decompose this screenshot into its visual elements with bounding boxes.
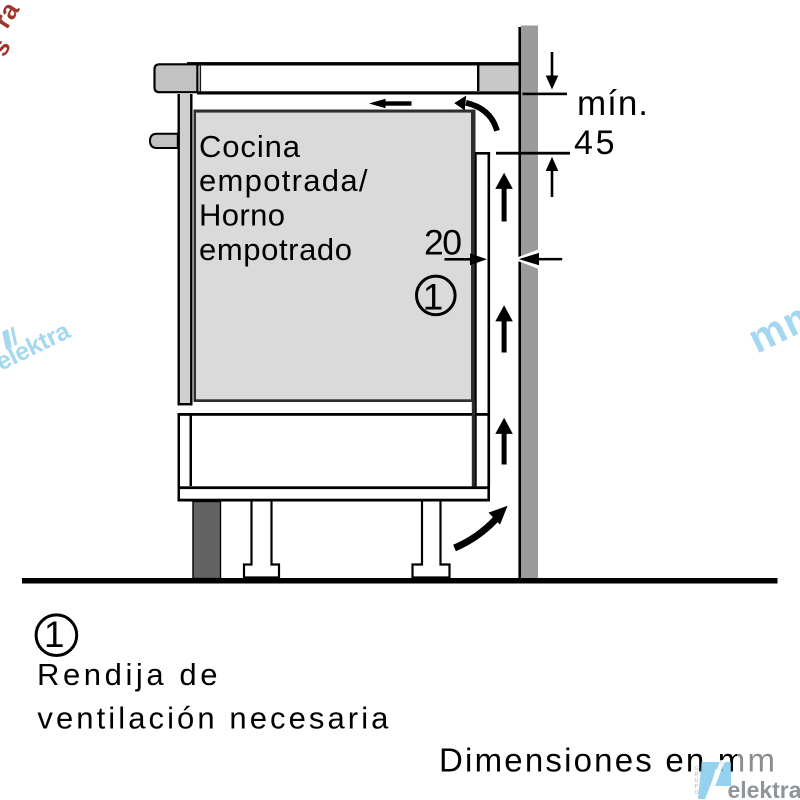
svg-text:R: R: [694, 772, 698, 778]
svg-text:mín.: mín.: [577, 84, 648, 123]
svg-text:O: O: [694, 790, 699, 796]
svg-text:1: 1: [423, 277, 444, 318]
svg-text:P: P: [695, 784, 699, 790]
svg-text:Cocina: Cocina: [199, 129, 301, 164]
svg-text:ventilación necesaria: ventilación necesaria: [37, 700, 389, 735]
svg-text:1: 1: [44, 614, 65, 655]
svg-text:Horno: Horno: [199, 198, 285, 233]
svg-text:empotrado: empotrado: [199, 232, 352, 267]
svg-text:empotrada/: empotrada/: [199, 163, 368, 198]
svg-text:20: 20: [424, 223, 462, 263]
svg-text:G: G: [694, 766, 698, 772]
svg-text:U: U: [694, 778, 698, 784]
svg-text:Rendija de: Rendija de: [37, 657, 218, 692]
svg-text:elektra: elektra: [728, 777, 800, 800]
